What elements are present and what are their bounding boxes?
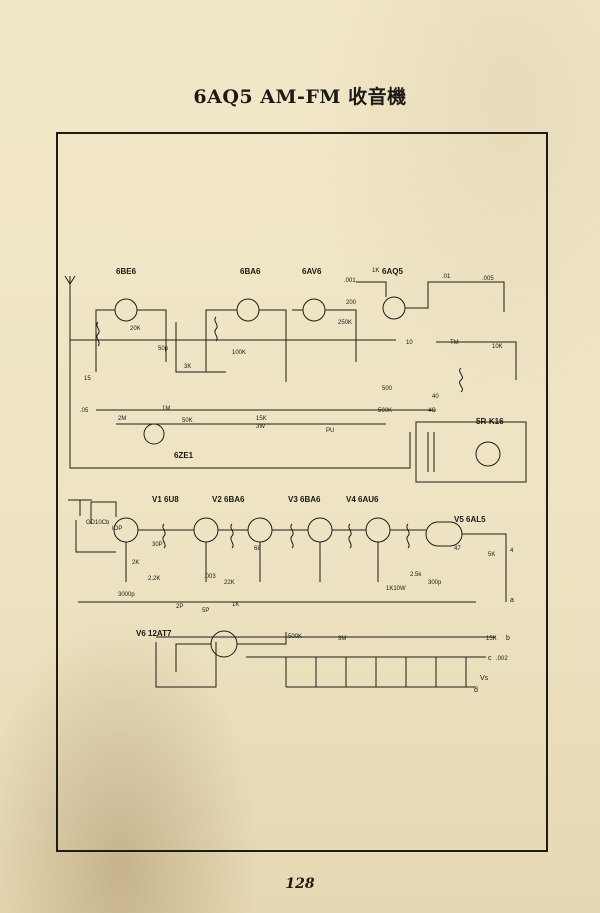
- svg-text:68: 68: [254, 546, 261, 552]
- svg-text:2P: 2P: [176, 604, 183, 610]
- label-6u8: 6U8: [164, 495, 179, 504]
- svg-text:47: 47: [454, 546, 461, 552]
- label-v2: V2: [212, 495, 222, 504]
- tube-6av6: [302, 298, 326, 322]
- label-6ba6: 6BA6: [240, 267, 261, 276]
- svg-text:2.2K: 2.2K: [148, 576, 160, 582]
- label-v1: V1: [152, 495, 162, 504]
- tube-6au6: [365, 517, 391, 543]
- svg-text:d: d: [474, 687, 478, 694]
- svg-text:b: b: [506, 635, 510, 642]
- svg-text:.01: .01: [442, 274, 451, 280]
- page-title: 6AQ5 AM-FM 收音機: [193, 86, 407, 108]
- svg-text:2M: 2M: [118, 416, 126, 422]
- tube-6bа6-v3b: [307, 517, 333, 543]
- label-6aq5: 6AQ5: [382, 267, 403, 276]
- power-transformer-box: [415, 421, 527, 483]
- svg-text:10K: 10K: [492, 344, 503, 350]
- svg-text:.001: .001: [344, 278, 356, 284]
- label-v4: V4: [346, 495, 356, 504]
- schematic-frame: [56, 132, 548, 852]
- label-6ba6-v2: 6BA6: [224, 495, 245, 504]
- svg-text:40: 40: [432, 394, 439, 400]
- tube-6ze1: [143, 423, 165, 445]
- svg-text:3K: 3K: [184, 364, 191, 370]
- svg-text:4: 4: [510, 548, 514, 554]
- svg-text:.005: .005: [482, 276, 494, 282]
- svg-text:200: 200: [346, 300, 357, 306]
- label-v6: V6: [136, 629, 146, 638]
- page-number: 128: [285, 876, 315, 892]
- svg-text:30P: 30P: [152, 542, 163, 548]
- fm-antenna-symbol: [68, 499, 92, 516]
- svg-text:22K: 22K: [224, 580, 235, 586]
- label-6be6: 6BE6: [116, 267, 137, 276]
- antenna-symbol: [64, 275, 76, 298]
- svg-text:GD10Cb: GD10Cb: [86, 520, 110, 526]
- label-12at7: 12AT7: [148, 629, 172, 638]
- svg-text:15K: 15K: [256, 416, 267, 422]
- svg-text:.05: .05: [80, 408, 89, 414]
- svg-text:20K: 20K: [130, 326, 141, 332]
- tube-5r-k16: [475, 441, 501, 467]
- label-6av6: 6AV6: [302, 267, 322, 276]
- tube-6aq5: [382, 296, 406, 320]
- svg-text:5K: 5K: [488, 552, 495, 558]
- svg-text:.002: .002: [496, 656, 508, 662]
- svg-text:15K: 15K: [486, 636, 497, 642]
- svg-text:300p: 300p: [428, 580, 442, 586]
- svg-text:a: a: [510, 597, 514, 604]
- tube-6al5: [425, 521, 463, 547]
- svg-text:2K: 2K: [132, 560, 139, 566]
- svg-text:TM: TM: [450, 340, 459, 346]
- label-6ze1: 6ZE1: [174, 451, 194, 460]
- svg-text:100K: 100K: [232, 350, 246, 356]
- svg-text:1K: 1K: [372, 268, 379, 274]
- label-v3: V3: [288, 495, 298, 504]
- svg-text:50K: 50K: [182, 418, 193, 424]
- svg-text:PU: PU: [326, 428, 334, 434]
- svg-text:50p: 50p: [158, 346, 169, 352]
- svg-text:.003: .003: [204, 574, 216, 580]
- label-6au6: 6AU6: [358, 495, 379, 504]
- tube-6be6: [114, 298, 138, 322]
- svg-text:3W: 3W: [256, 424, 265, 430]
- label-6al5: 6AL5: [466, 515, 486, 524]
- circuit-schematic: 6BE6 6BA6 6AV6 6AQ5 6ZE1 5R-K16 50p 20K …: [64, 267, 527, 694]
- svg-text:15: 15: [84, 376, 91, 382]
- svg-text:3000p: 3000p: [118, 592, 135, 598]
- svg-text:4C: 4C: [428, 408, 436, 414]
- svg-text:IOP: IOP: [112, 526, 122, 532]
- tube-6ba6-v3: [247, 517, 273, 543]
- svg-text:5P: 5P: [202, 608, 209, 614]
- svg-text:Vs: Vs: [480, 675, 489, 682]
- svg-text:2.5k: 2.5k: [410, 572, 422, 578]
- label-6ba6-v3: 6BA6: [300, 495, 321, 504]
- svg-text:500K: 500K: [378, 408, 392, 414]
- tube-12at7: [210, 630, 238, 658]
- tube-6ba6-v2: [193, 517, 219, 543]
- svg-text:500K: 500K: [288, 634, 302, 640]
- label-5r-k16: 5R-K16: [476, 417, 504, 426]
- svg-text:c: c: [488, 655, 492, 662]
- svg-text:250K: 250K: [338, 320, 352, 326]
- tube-6ba6: [236, 298, 260, 322]
- label-v5: V5: [454, 515, 464, 524]
- svg-text:10: 10: [406, 340, 413, 346]
- svg-text:1M: 1M: [162, 406, 170, 412]
- svg-text:1K10W: 1K10W: [386, 586, 406, 592]
- svg-text:1K: 1K: [232, 602, 239, 608]
- svg-text:3M: 3M: [338, 636, 346, 642]
- svg-text:500: 500: [382, 386, 393, 392]
